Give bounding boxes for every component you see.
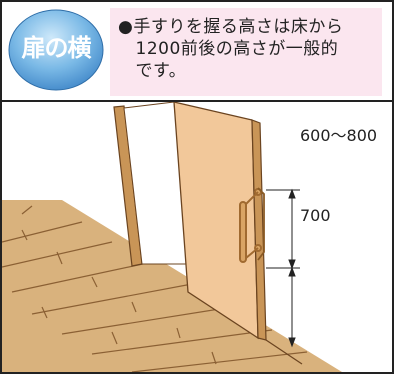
floor-planks	[2, 205, 308, 372]
title-label: 扉の横	[21, 34, 92, 62]
note-box	[110, 8, 382, 96]
dimension-label-upper: 600〜800	[300, 126, 378, 145]
handrail	[239, 188, 262, 263]
handrail-bracket	[257, 187, 265, 261]
note-text: ●手すりを握る高さは床から 1200前後の高さが一般的 です。	[118, 17, 344, 81]
title-badge	[8, 9, 104, 91]
dimension-label-lower: 700	[300, 206, 331, 225]
dimension-lines	[266, 188, 300, 348]
door-scene	[2, 102, 342, 372]
header: 扉の横 ●手すりを握る高さは床から 1200前後の高さが一般的 です。	[2, 2, 392, 102]
